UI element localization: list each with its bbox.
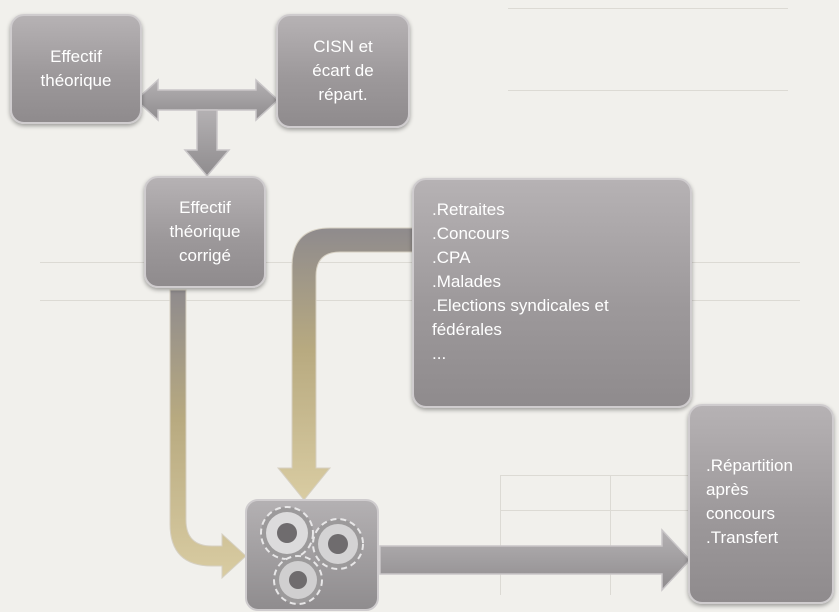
- list-item: .Concours: [432, 224, 510, 243]
- text-line: Effectif: [50, 47, 102, 66]
- text-line: CISN et: [313, 37, 373, 56]
- list-item: .Retraites: [432, 200, 505, 219]
- list-item: ...: [432, 344, 447, 363]
- background-line: [500, 475, 501, 595]
- box-factors-list-text: .Retraites .Concours .CPA .Malades .Elec…: [432, 198, 609, 366]
- text-line: concours: [706, 504, 775, 523]
- text-line: après: [706, 480, 749, 499]
- text-line: répart.: [318, 85, 368, 104]
- list-item: .Elections syndicales et: [432, 296, 609, 315]
- text-line: écart de: [312, 61, 374, 80]
- text-line: Effectif: [179, 198, 231, 217]
- box-factors-list: .Retraites .Concours .CPA .Malades .Elec…: [412, 178, 692, 408]
- background-line: [508, 90, 788, 91]
- box-effectif-corrige: Effectif théorique corrigé: [144, 176, 266, 288]
- list-item: .CPA: [432, 248, 471, 267]
- list-item: fédérales: [432, 320, 502, 339]
- box-effectif-theorique-text: Effectif théorique: [41, 45, 112, 93]
- background-line: [500, 510, 690, 511]
- curved-arrow-right: [276, 227, 415, 501]
- down-arrow: [183, 109, 231, 178]
- box-cisn-text: CISN et écart de répart.: [312, 35, 373, 107]
- box-output-text: .Répartition après concours .Transfert: [706, 454, 793, 550]
- right-arrow: [379, 528, 692, 592]
- gears-icon: [260, 506, 364, 605]
- list-item: .Malades: [432, 272, 501, 291]
- text-line: .Répartition: [706, 456, 793, 475]
- background-line: [610, 475, 611, 595]
- curved-arrow-left: [169, 289, 247, 580]
- box-cisn: CISN et écart de répart.: [276, 14, 410, 128]
- text-line: .Transfert: [706, 528, 779, 547]
- box-output: .Répartition après concours .Transfert: [688, 404, 834, 604]
- box-effectif-corrige-text: Effectif théorique corrigé: [170, 196, 241, 268]
- text-line: théorique: [169, 222, 241, 241]
- box-effectif-theorique: Effectif théorique: [10, 14, 142, 124]
- background-line: [500, 475, 690, 476]
- text-line: théorique: [40, 71, 112, 90]
- background-line: [508, 8, 788, 9]
- text-line: corrigé: [179, 246, 231, 265]
